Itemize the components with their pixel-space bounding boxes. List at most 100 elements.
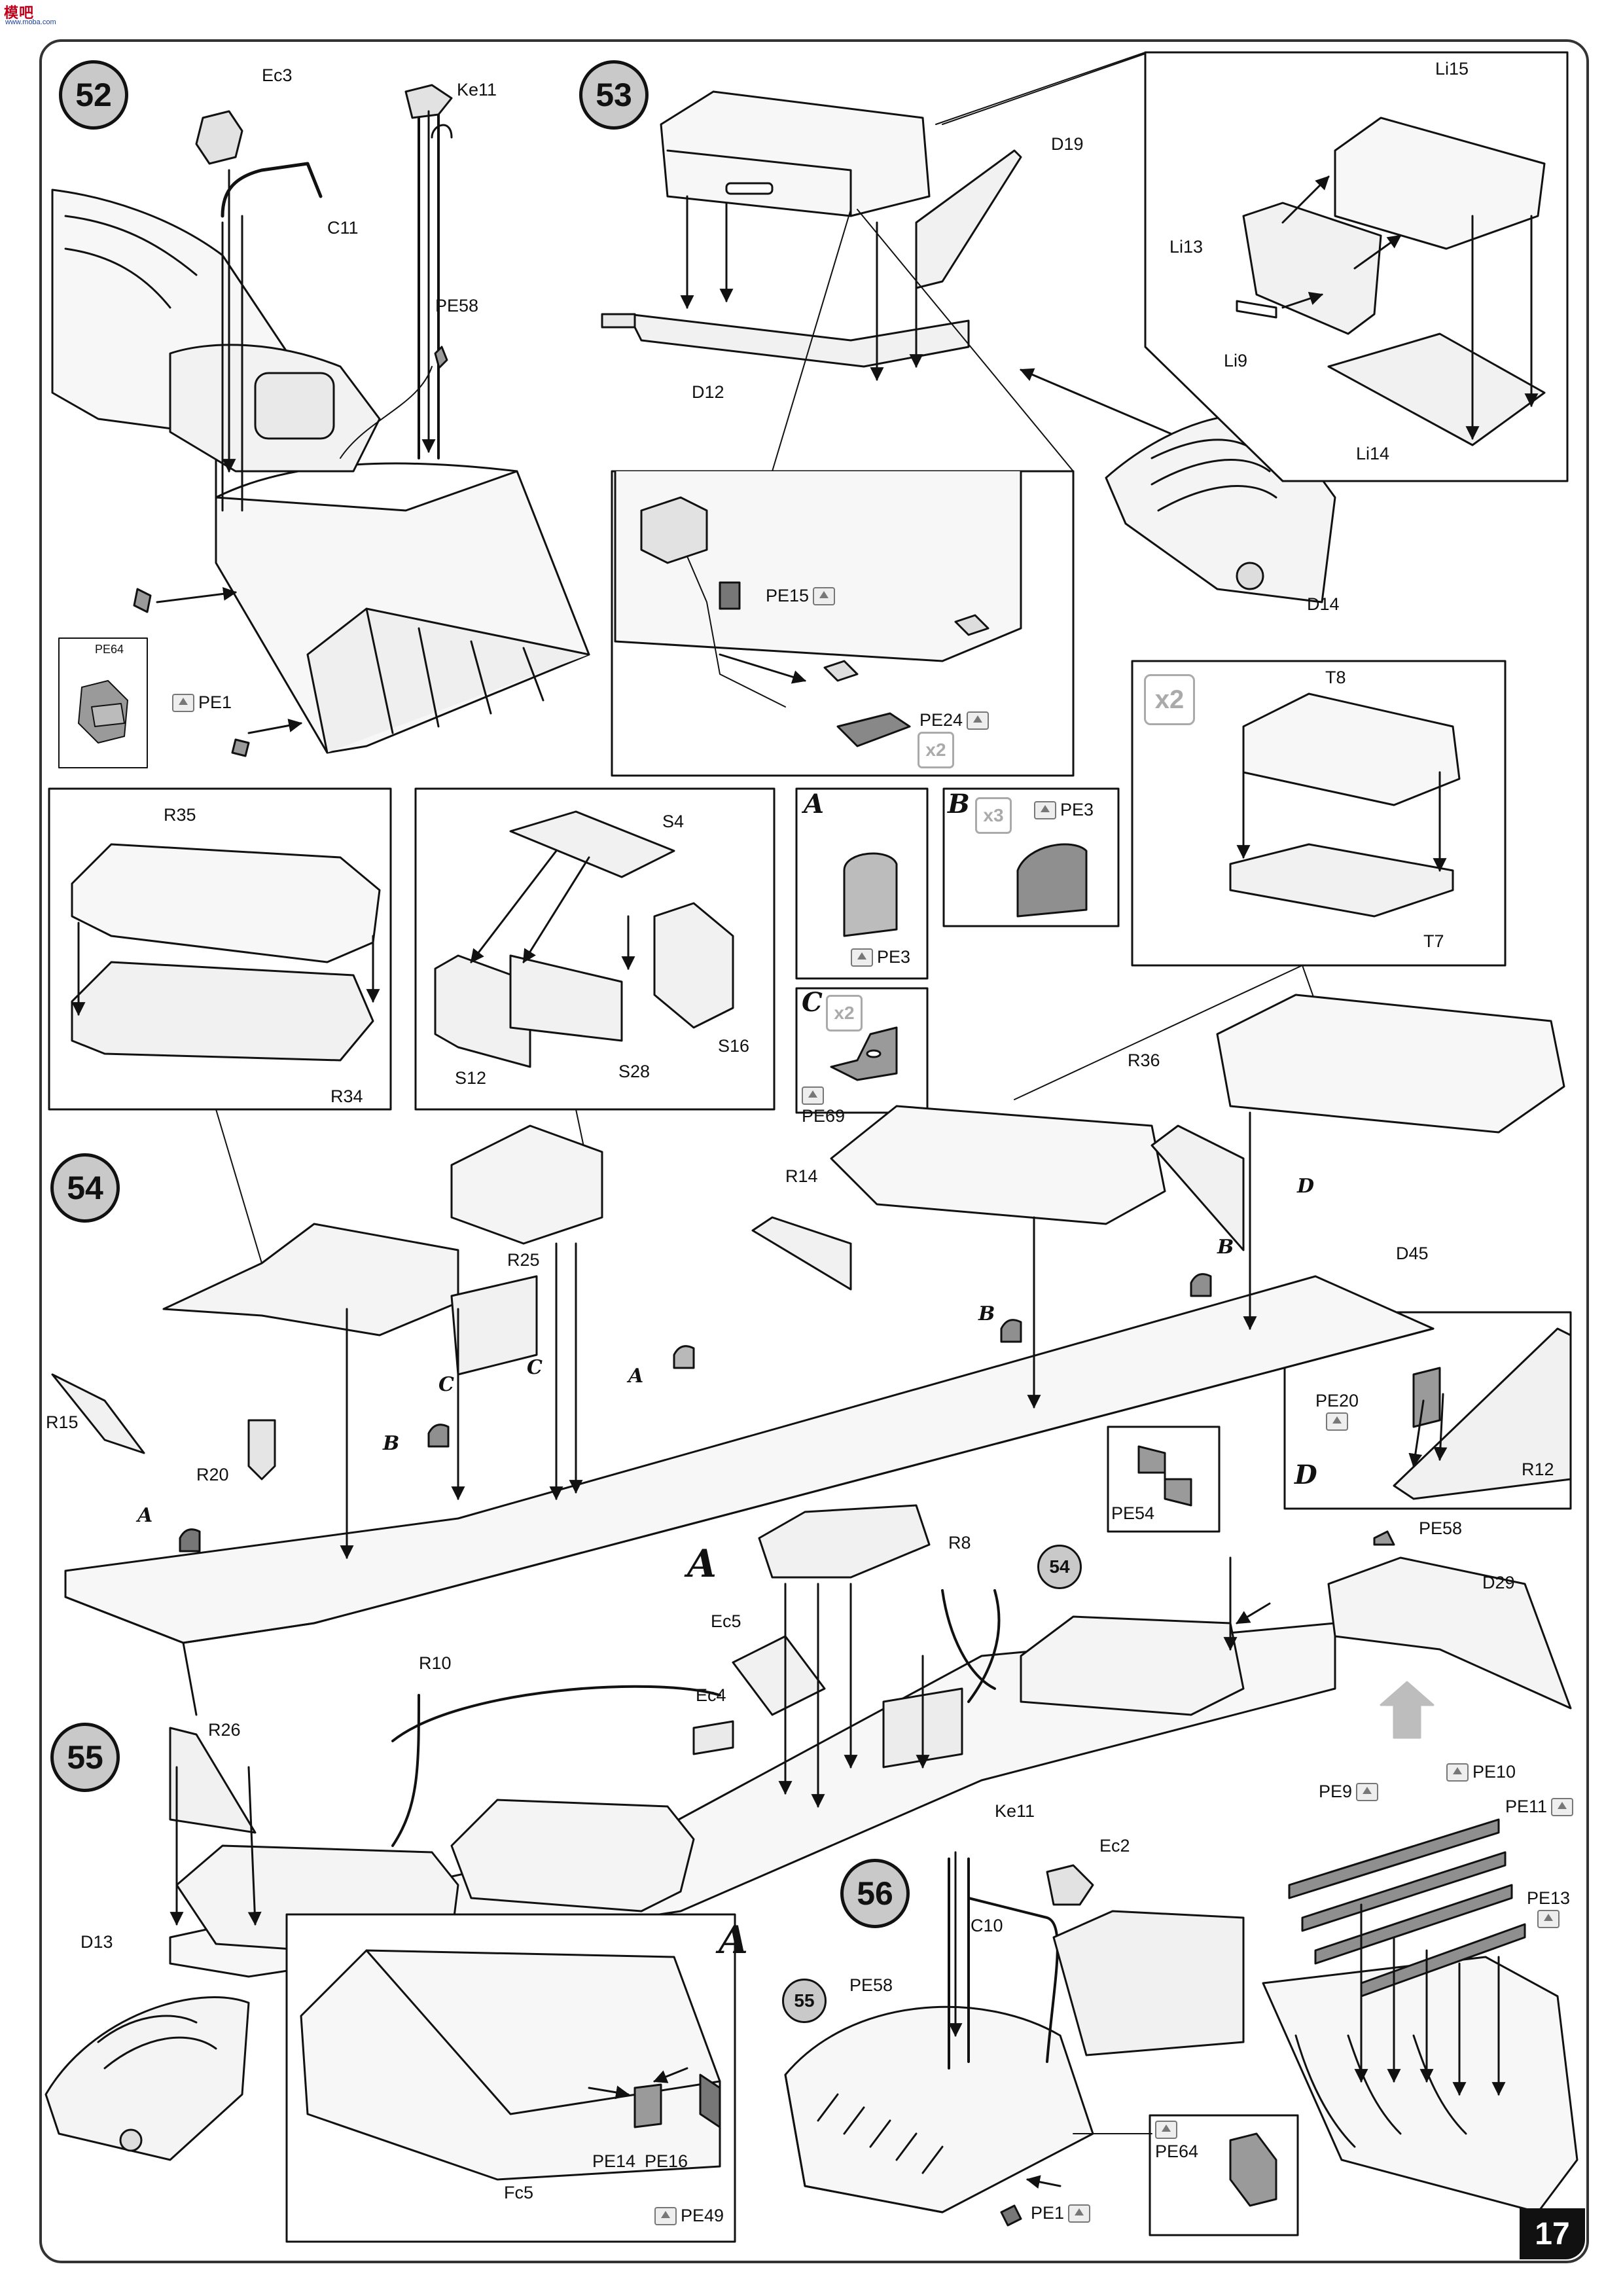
label-c11: C11: [327, 218, 359, 238]
photoetch-icon: [1537, 1910, 1560, 1928]
label-li13: Li13: [1169, 237, 1204, 257]
label-r25: R25: [507, 1250, 540, 1270]
pe49-text: PE49: [681, 2206, 724, 2225]
pe64-b-text: PE64: [1155, 2142, 1199, 2161]
label-r14: R14: [785, 1166, 818, 1186]
label-r26: R26: [208, 1720, 241, 1740]
label-r8: R8: [948, 1533, 971, 1552]
pe3-b-text: PE3: [1060, 800, 1094, 819]
pe69-text: PE69: [802, 1106, 846, 1126]
photoetch-icon: [1155, 2121, 1177, 2139]
photoetch-icon: [654, 2206, 677, 2225]
step-number-56: 56: [840, 1859, 910, 1928]
pe1-b-text: PE1: [1031, 2203, 1065, 2223]
label-pe16: PE16: [645, 2151, 688, 2171]
label-ec3: Ec3: [262, 65, 293, 85]
label-pe49: PE49: [654, 2206, 724, 2226]
marker-c-2: C: [527, 1356, 543, 1379]
step54-drawing: [51, 994, 1565, 1716]
marker-b-1: B: [383, 1432, 400, 1455]
logo-url: www.moba.com: [5, 18, 56, 26]
step-number-54: 54: [50, 1153, 120, 1223]
photoetch-icon: [1356, 1782, 1379, 1801]
logo-text: 模吧: [4, 5, 35, 21]
step-number-53: 53: [579, 60, 649, 130]
detail-letter-b: B: [948, 789, 970, 819]
label-ec2: Ec2: [1099, 1836, 1130, 1856]
pe24-text: PE24: [919, 710, 963, 730]
label-d14: D14: [1307, 594, 1340, 614]
marker-a-2: A: [137, 1504, 153, 1527]
step52-drawing: [51, 84, 590, 757]
ref-step-54: 54: [1037, 1545, 1082, 1589]
photoetch-icon: [1034, 800, 1056, 819]
detail-letter-c: C: [802, 987, 823, 1018]
photoetch-icon: [1326, 1412, 1349, 1431]
pe3-a-text: PE3: [877, 947, 911, 967]
pe10-text: PE10: [1472, 1762, 1516, 1782]
photoetch-icon: [1551, 1797, 1574, 1816]
quantity-x2-pe24: x2: [918, 732, 954, 768]
photoetch-icon: [1068, 2204, 1091, 2223]
label-pe1-b: PE1: [1031, 2203, 1091, 2223]
label-d13: D13: [80, 1932, 113, 1952]
detail-letter-a: A: [804, 789, 825, 819]
fc5-box-letter-a: A: [719, 1918, 749, 1962]
label-r35: R35: [164, 805, 196, 825]
marker-b-2: B: [978, 1302, 995, 1325]
photoetch-icon: [172, 693, 194, 712]
label-pe11: PE11: [1505, 1797, 1574, 1817]
label-pe58-a: PE58: [435, 296, 479, 315]
label-fc5: Fc5: [504, 2183, 534, 2202]
label-d29: D29: [1482, 1573, 1515, 1592]
label-pe13: PE13: [1527, 1888, 1570, 1928]
label-pe1-a: PE1: [172, 692, 232, 713]
quantity-x2-t8: x2: [1144, 674, 1195, 725]
label-d19: D19: [1051, 134, 1084, 154]
label-ec4: Ec4: [696, 1685, 726, 1705]
photoetch-icon: [802, 1086, 824, 1105]
detail-letter-d: D: [1294, 1460, 1317, 1490]
label-li14: Li14: [1356, 444, 1390, 463]
label-pe64-a: PE64: [95, 643, 124, 656]
label-s4: S4: [662, 812, 685, 831]
label-ec5: Ec5: [711, 1611, 741, 1631]
quantity-x2-c: x2: [826, 995, 863, 1031]
label-s12: S12: [455, 1068, 487, 1088]
label-r15: R15: [46, 1412, 79, 1432]
label-d12: D12: [692, 382, 724, 402]
pe15-text: PE15: [766, 586, 810, 605]
photoetch-icon: [813, 586, 836, 605]
label-t8: T8: [1325, 668, 1346, 687]
label-t7: T7: [1423, 931, 1444, 951]
label-pe64-b: PE64: [1155, 2121, 1198, 2162]
label-pe10: PE10: [1446, 1762, 1516, 1782]
callout-letter-a: A: [687, 1541, 717, 1586]
label-c10: C10: [971, 1916, 1003, 1935]
label-r36: R36: [1128, 1050, 1160, 1070]
label-pe54: PE54: [1111, 1503, 1155, 1523]
label-pe58-b: PE58: [1419, 1518, 1463, 1538]
label-pe69: PE69: [802, 1086, 845, 1126]
label-r34: R34: [330, 1086, 363, 1106]
pe1-text: PE1: [198, 692, 232, 712]
label-r20: R20: [196, 1465, 229, 1484]
label-pe3-b: PE3: [1034, 800, 1094, 820]
label-pe3-a: PE3: [851, 947, 910, 967]
label-pe9: PE9: [1319, 1782, 1379, 1802]
label-r10: R10: [419, 1653, 452, 1673]
pe54-box: [1107, 1426, 1221, 1533]
pe9-text: PE9: [1319, 1782, 1353, 1801]
marker-c-1: C: [438, 1373, 454, 1396]
pe20-text: PE20: [1315, 1391, 1359, 1410]
label-li9: Li9: [1224, 351, 1248, 370]
label-li15: Li15: [1435, 59, 1469, 79]
ref-step-55: 55: [782, 1979, 827, 2023]
label-pe24: PE24: [919, 710, 990, 730]
label-ke11-b: Ke11: [995, 1801, 1035, 1821]
quantity-x3-b: x3: [975, 797, 1012, 834]
pe13-text: PE13: [1527, 1888, 1571, 1908]
label-ke11-a: Ke11: [457, 80, 497, 99]
label-d45: D45: [1396, 1244, 1429, 1263]
